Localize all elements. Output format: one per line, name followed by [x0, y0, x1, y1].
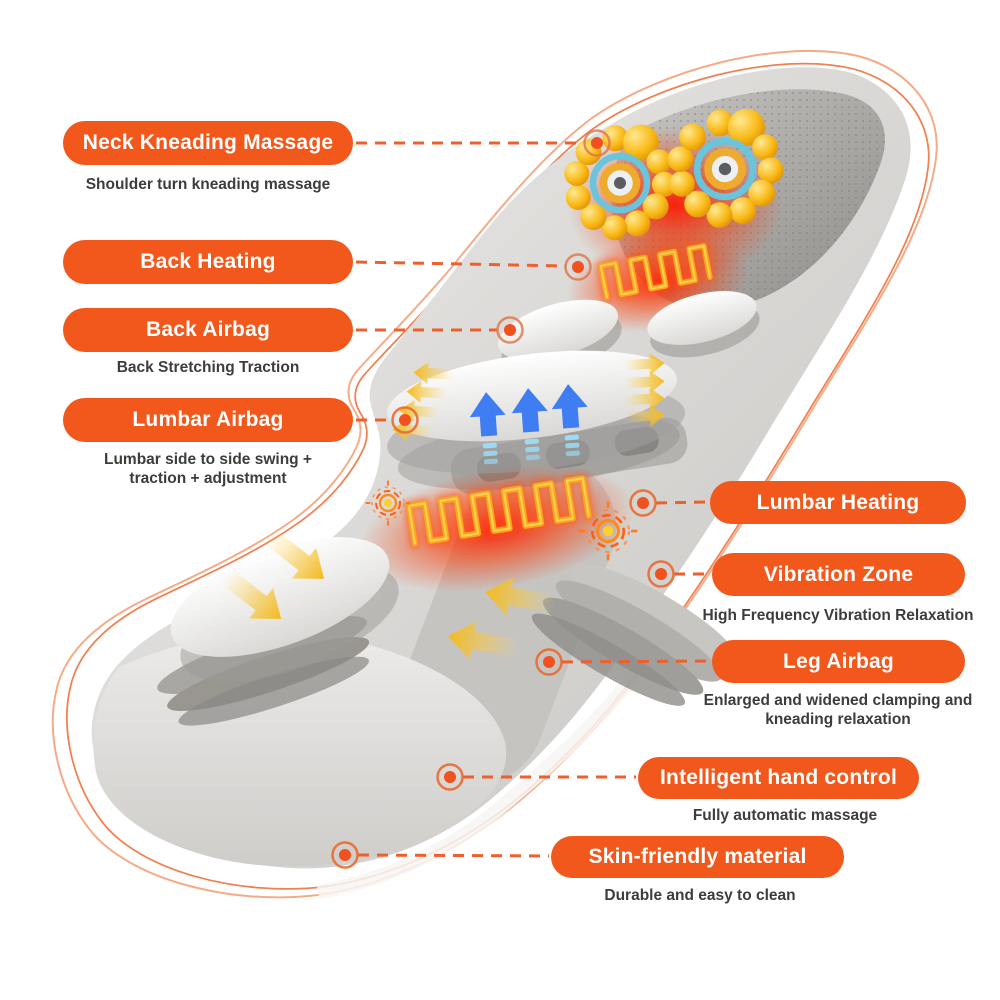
mat-outline-contour — [51, 49, 938, 899]
callout-description-intelligent-hand-control: Fully automatic massage — [692, 807, 878, 824]
callout-description-leg-airbag: Enlarged and widened clamping and kneadi… — [703, 692, 973, 728]
callout-description-skin-friendly-material: Durable and easy to clean — [604, 887, 796, 904]
callout-pill-back-heating: Back Heating — [63, 240, 353, 284]
target-markers — [331, 129, 675, 869]
target-marker-vibration-zone — [647, 560, 675, 588]
callout-pill-skin-friendly-material: Skin-friendly material — [551, 836, 844, 878]
back-airbag-pillow-right — [647, 291, 760, 358]
callout-pill-neck-kneading-massage: Neck Kneading Massage — [63, 121, 353, 165]
connector-leg-airbag — [561, 659, 711, 664]
target-marker-back-heating — [564, 253, 592, 281]
mat-edge-highlight — [316, 663, 646, 899]
lumbar-heating-coil-icon — [358, 464, 639, 592]
callout-description-lumbar-airbag: Lumbar side to side swing + traction + a… — [103, 451, 312, 487]
connector-back-heating — [355, 260, 567, 268]
leg-airbag-pillow-left — [157, 520, 399, 726]
connector-skin-friendly — [357, 853, 550, 858]
callout-pill-intelligent-hand-control: Intelligent hand control — [638, 757, 919, 799]
target-marker-lumbar-heating — [629, 489, 657, 517]
callout-pill-leg-airbag: Leg Airbag — [712, 640, 965, 683]
target-marker-back-airbag — [496, 316, 524, 344]
callout-pill-vibration-zone: Vibration Zone — [712, 553, 965, 596]
callout-description-neck-kneading-massage: Shoulder turn kneading massage — [85, 176, 331, 193]
target-marker-leg-airbag — [535, 648, 563, 676]
callout-description-vibration-zone: High Frequency Vibration Relaxation — [702, 607, 974, 624]
callout-pill-back-airbag: Back Airbag — [63, 308, 353, 352]
target-marker-lumbar-airbag — [391, 406, 419, 434]
target-marker-neck — [583, 129, 611, 157]
connector-lumbar-heating — [655, 500, 709, 505]
dashed-connector-lines — [355, 141, 711, 858]
target-marker-skin-friendly — [331, 841, 359, 869]
callout-description-back-airbag: Back Stretching Traction — [116, 359, 300, 376]
callout-pill-lumbar-airbag: Lumbar Airbag — [63, 398, 353, 442]
leg-airbag-folds-right — [531, 563, 739, 706]
target-marker-hand-control — [436, 763, 464, 791]
callout-pill-lumbar-heating: Lumbar Heating — [710, 481, 966, 524]
